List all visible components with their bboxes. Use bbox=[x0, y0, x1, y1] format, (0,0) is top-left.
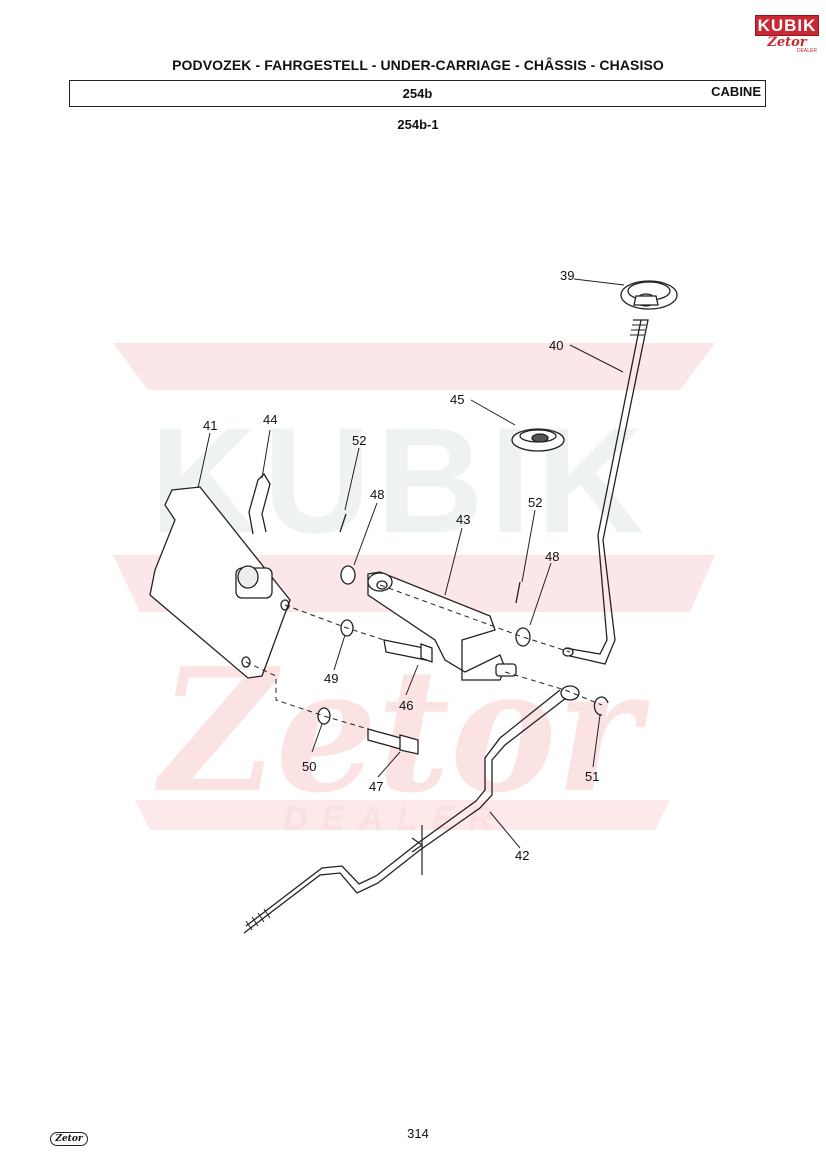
part-40-rod bbox=[562, 319, 649, 665]
callout-50: 50 bbox=[302, 759, 316, 774]
part-46-bolt bbox=[383, 639, 433, 663]
page-number: 314 bbox=[407, 1126, 429, 1141]
part-45-grommet bbox=[511, 428, 565, 452]
callout-47: 47 bbox=[369, 779, 383, 794]
brand-logo: KUBIK Zetor DEALER bbox=[755, 15, 819, 54]
callout-46: 46 bbox=[399, 698, 413, 713]
callout-51: 51 bbox=[585, 769, 599, 784]
leader-lines bbox=[197, 278, 625, 849]
part-48-washer-a bbox=[340, 565, 356, 585]
callout-43: 43 bbox=[456, 512, 470, 527]
callout-49: 49 bbox=[324, 671, 338, 686]
part-44-clip bbox=[248, 472, 271, 535]
part-47-bolt bbox=[367, 728, 419, 755]
part-48-washer-b bbox=[515, 627, 531, 647]
assembly-lines bbox=[245, 584, 603, 730]
watermark-stripe-low bbox=[135, 800, 670, 830]
brand-logo-top: KUBIK bbox=[755, 15, 819, 36]
footer-logo: Zetor bbox=[50, 1132, 88, 1146]
section-bar: 254b CABINE bbox=[69, 80, 766, 107]
section-name: CABINE bbox=[711, 84, 761, 99]
watermark-stripe-top bbox=[113, 343, 715, 390]
rod-break-mark bbox=[411, 825, 424, 875]
watermark: KUBIK Zetor DEALER bbox=[113, 343, 715, 838]
callout-48-a: 48 bbox=[370, 487, 384, 502]
watermark-dealer: DEALER bbox=[283, 800, 507, 838]
part-51-circlip bbox=[593, 696, 609, 716]
callout-41: 41 bbox=[203, 418, 217, 433]
part-52-pin-a bbox=[339, 513, 347, 533]
brand-logo-dealer: DEALER bbox=[796, 48, 817, 54]
part-39-grommet bbox=[620, 280, 678, 310]
group-code: 254b bbox=[402, 86, 433, 101]
callout-44: 44 bbox=[263, 412, 277, 427]
callout-40: 40 bbox=[549, 338, 563, 353]
part-43-lever bbox=[367, 571, 517, 681]
page-title: PODVOZEK - FAHRGESTELL - UNDER-CARRIAGE … bbox=[172, 57, 664, 73]
callout-39: 39 bbox=[560, 268, 574, 283]
callout-42: 42 bbox=[515, 848, 529, 863]
sub-code: 254b-1 bbox=[397, 117, 439, 132]
callout-45: 45 bbox=[450, 392, 464, 407]
part-41-bracket bbox=[149, 486, 291, 679]
callout-52-a: 52 bbox=[352, 433, 366, 448]
part-50-washer bbox=[317, 707, 331, 725]
brand-logo-bottom: Zetor bbox=[767, 35, 807, 50]
part-52-pin-b bbox=[515, 581, 521, 604]
callout-52-b: 52 bbox=[528, 495, 542, 510]
callout-48-b: 48 bbox=[545, 549, 559, 564]
part-42-rod bbox=[243, 685, 580, 934]
